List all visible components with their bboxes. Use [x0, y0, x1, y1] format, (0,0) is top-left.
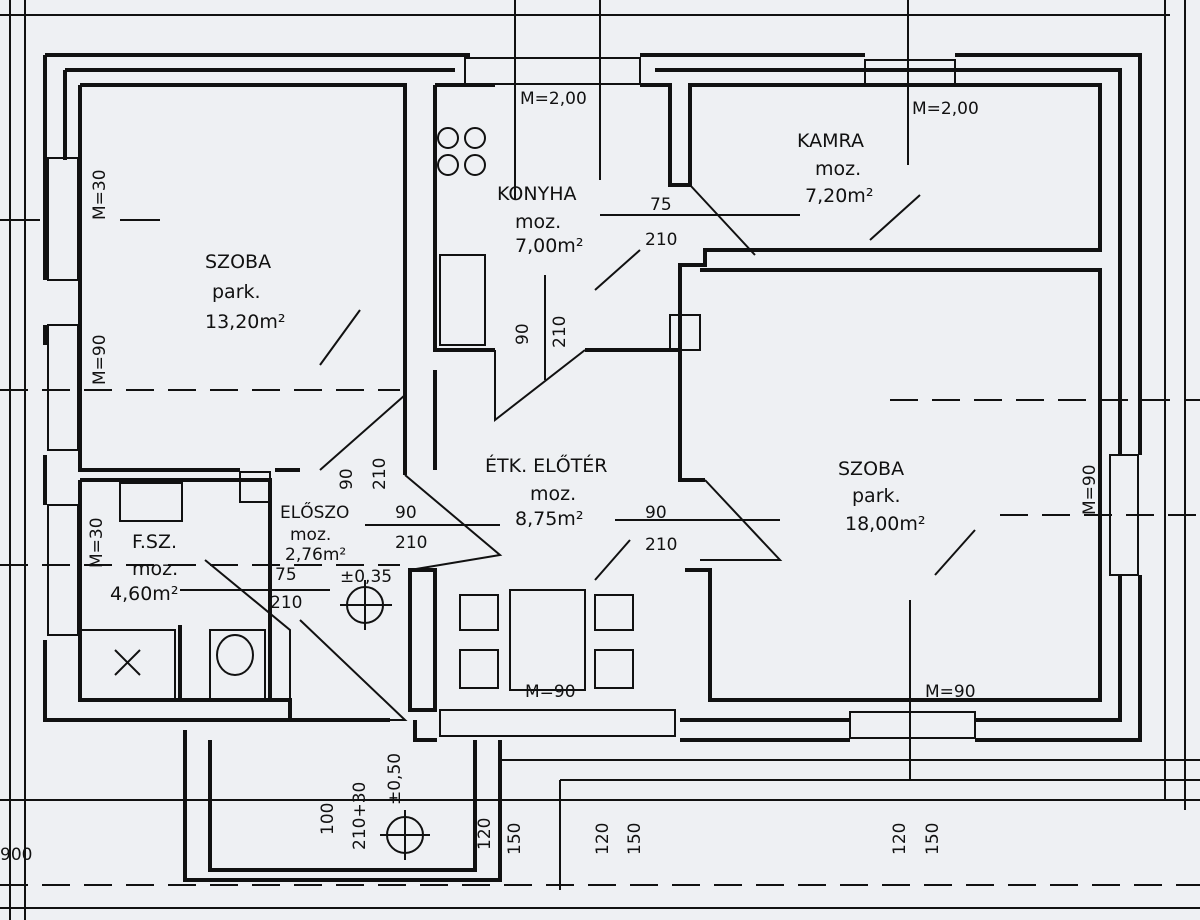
window-label: M=2,00 [912, 99, 979, 119]
door-width: 90 [337, 468, 357, 490]
room-etk-eloter: ÉTK. ELŐTÉR moz. 8,75m² [485, 453, 608, 530]
window-label: M=2,00 [520, 89, 587, 109]
levels-and-dimensions: ±0,35 ±0,50 100 210+30 120 150 120 150 1… [0, 567, 943, 865]
dimension-label: 150 [625, 823, 645, 855]
room-area: 8,75m² [515, 508, 583, 530]
level-label: ±0,35 [340, 567, 392, 587]
room-floor: moz. [530, 483, 576, 505]
dimension-label: 900 [0, 845, 32, 865]
dimension-label: 150 [923, 823, 943, 855]
dimension-label: 120 [890, 823, 910, 855]
room-floor: moz. [515, 211, 561, 233]
room-floor: park. [212, 281, 261, 303]
window-label: M=90 [90, 334, 110, 385]
room-eloszo: ELŐSZO moz. 2,76m² [280, 501, 349, 565]
door-width: 75 [275, 565, 297, 585]
fixtures [79, 127, 701, 860]
door-height: 210 [645, 535, 677, 555]
door-labels: 75 210 90 210 90 210 90 210 90 210 75 21… [270, 195, 677, 613]
dimension-label: 210+30 [350, 782, 370, 850]
room-name: F.SZ. [132, 531, 177, 553]
room-name: SZOBA [838, 458, 904, 480]
room-name: KONYHA [497, 183, 576, 205]
window-label: M=30 [87, 517, 107, 568]
window-labels: M=2,00 M=2,00 M=30 M=90 M=30 M=90 M=90 M… [87, 89, 1100, 702]
door-swings [180, 184, 976, 721]
room-szoba-left: SZOBA park. 13,20m² [205, 251, 286, 333]
room-floor: moz. [132, 558, 178, 580]
room-fsz: F.SZ. moz. 4,60m² [110, 531, 178, 605]
door-width: 90 [513, 323, 533, 345]
window-label: M=30 [90, 169, 110, 220]
window-label: M=90 [925, 682, 976, 702]
window-label: M=90 [1080, 464, 1100, 515]
door-width: 90 [395, 503, 417, 523]
level-label: ±0,50 [385, 753, 405, 805]
walls [43, 53, 1200, 890]
room-name: SZOBA [205, 251, 271, 273]
room-floor: park. [852, 485, 901, 507]
door-height: 210 [550, 316, 570, 348]
room-konyha: KONYHA moz. 7,00m² [497, 183, 583, 257]
door-height: 210 [395, 533, 427, 553]
windows [47, 57, 1139, 739]
dimension-label: 150 [505, 823, 525, 855]
room-name: ÉTK. ELŐTÉR [485, 453, 608, 477]
door-height: 210 [370, 458, 390, 490]
room-area: 4,60m² [110, 583, 178, 605]
room-name: ELŐSZO [280, 501, 349, 523]
dimension-label: 120 [475, 818, 495, 850]
door-width: 90 [645, 503, 667, 523]
room-area: 18,00m² [845, 513, 926, 535]
room-floor: moz. [290, 525, 331, 545]
room-area: 7,00m² [515, 235, 583, 257]
room-area: 7,20m² [805, 185, 873, 207]
window-label: M=90 [525, 682, 576, 702]
room-kamra: KAMRA moz. 7,20m² [797, 130, 873, 207]
room-name: KAMRA [797, 130, 864, 152]
room-area: 2,76m² [285, 545, 346, 565]
door-height: 210 [645, 230, 677, 250]
room-floor: moz. [815, 158, 861, 180]
room-szoba-right: SZOBA park. 18,00m² [838, 458, 926, 535]
dimension-label: 100 [318, 803, 338, 835]
door-width: 75 [650, 195, 672, 215]
door-height: 210 [270, 593, 302, 613]
dimension-label: 120 [593, 823, 613, 855]
room-area: 13,20m² [205, 311, 286, 333]
